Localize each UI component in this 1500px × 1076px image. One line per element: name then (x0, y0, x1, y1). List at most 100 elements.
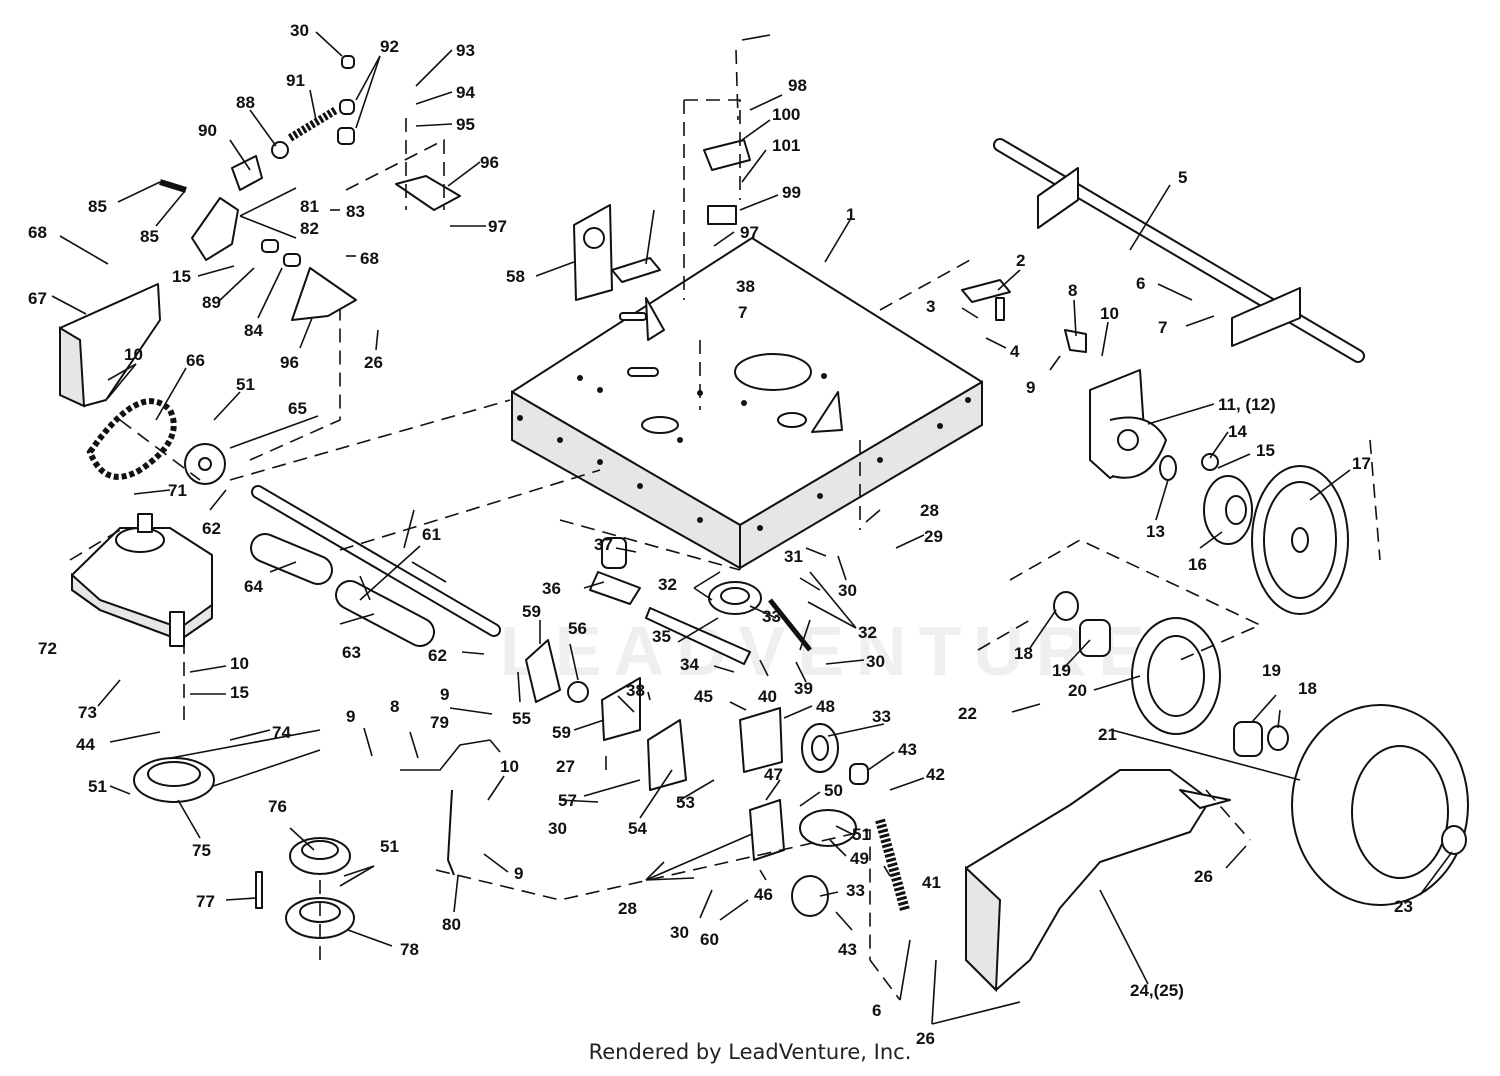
callout-18b: 18 (1298, 679, 1317, 698)
callout-64: 64 (244, 577, 263, 596)
callout-34: 34 (680, 655, 699, 674)
drive-belt-pulleys (133, 729, 355, 939)
callout-59b: 59 (522, 602, 541, 621)
callout-10c: 10 (124, 345, 143, 364)
callout-19b: 19 (1262, 661, 1281, 680)
callout-70: 72 (38, 639, 57, 658)
callout-68b: 68 (360, 249, 379, 268)
callout-79: 81 (300, 197, 319, 216)
callout-84: 85 (88, 197, 107, 216)
callout-33b: 33 (872, 707, 891, 726)
callout-18: 18 (1014, 644, 1033, 663)
callout-44: 43 (898, 740, 917, 759)
callout-85b: 88 (236, 93, 255, 112)
callout-42: 38 (626, 681, 645, 700)
callout-51: 50 (824, 781, 843, 800)
pulley-assembly-right (1159, 453, 1349, 615)
callout-8b: 8 (390, 697, 399, 716)
callout-10d: 10 (230, 654, 249, 673)
callout-30c: 30 (670, 923, 689, 942)
callout-72: 74 (272, 723, 291, 742)
callout-15b: 15 (172, 267, 191, 286)
callout-86: 90 (198, 121, 217, 140)
callout-35: 35 (652, 627, 671, 646)
callout-7b: 7 (738, 303, 747, 322)
transmission (71, 513, 213, 647)
callout-57: 57 (558, 791, 577, 810)
callout-30d: 30 (548, 819, 567, 838)
callout-68: 68 (28, 223, 47, 242)
callout-98: 100 (772, 105, 800, 124)
callout-2: 2 (1016, 251, 1025, 270)
callout-10b: 10 (500, 757, 519, 776)
callout-14: 14 (1228, 422, 1247, 441)
callout-31: 31 (784, 547, 803, 566)
callout-9c: 9 (514, 864, 523, 883)
callout-67: 67 (28, 289, 47, 308)
callout-36: 36 (542, 579, 561, 598)
callout-15: 15 (1256, 441, 1275, 460)
callout-75: 77 (196, 892, 215, 911)
callout-43b: 43 (838, 940, 857, 959)
callout-53: 53 (676, 793, 695, 812)
callout-83: 85 (140, 227, 159, 246)
rear-axle (993, 138, 1365, 363)
callout-20: 20 (1068, 681, 1087, 700)
callout-11-12: 11, (12) (1218, 395, 1276, 414)
callout-13: 13 (1146, 522, 1165, 541)
callout-95: 97 (740, 223, 759, 242)
callout-3: 3 (926, 297, 935, 316)
render-credit: Rendered by LeadVenture, Inc. (588, 1040, 912, 1064)
callout-15c: 15 (230, 683, 249, 702)
callout-30: 30 (838, 581, 857, 600)
frame-deck (511, 237, 983, 570)
callout-77: 79 (430, 713, 449, 732)
callout-16: 16 (1188, 555, 1207, 574)
callout-51d: 51 (380, 837, 399, 856)
callout-27: 27 (556, 757, 575, 776)
callout-85: 89 (202, 293, 221, 312)
callout-49: 48 (816, 697, 835, 716)
watermark: LEADVENTURE (500, 612, 1157, 690)
callout-61: 61 (422, 525, 441, 544)
callout-9d: 9 (346, 707, 355, 726)
callout-5: 5 (1178, 168, 1187, 187)
callout-51b: 51 (236, 375, 255, 394)
callout-32b: 32 (658, 575, 677, 594)
callout-30e: 30 (290, 21, 309, 40)
callout-9b: 9 (440, 685, 449, 704)
callout-50: 49 (850, 849, 869, 868)
callout-51c: 51 (88, 777, 107, 796)
callout-56: 56 (568, 619, 587, 638)
center-linkage (400, 537, 910, 917)
callout-54: 54 (628, 819, 647, 838)
callout-39: 39 (794, 679, 813, 698)
callout-32: 32 (858, 623, 877, 642)
callout-90: 94 (456, 83, 475, 102)
callout-24-25: 24,(25) (1130, 981, 1184, 1000)
callout-33c: 33 (846, 881, 865, 900)
callout-74: 76 (268, 797, 287, 816)
callout-97: 99 (782, 183, 801, 202)
callout-93: 97 (488, 217, 507, 236)
top-left-linkage (159, 55, 461, 321)
callout-43: 42 (926, 765, 945, 784)
callout-45: 44 (76, 735, 95, 754)
callout-69: 71 (168, 481, 187, 500)
callout-87: 91 (286, 71, 305, 90)
callout-89: 93 (456, 41, 475, 60)
callout-73: 75 (192, 841, 211, 860)
callout-88: 92 (380, 37, 399, 56)
callout-38: 38 (736, 277, 755, 296)
callout-40: 40 (758, 687, 777, 706)
callout-96: 98 (788, 76, 807, 95)
callout-19: 19 (1052, 661, 1071, 680)
callout-71: 73 (78, 703, 97, 722)
callout-30b: 30 (866, 652, 885, 671)
callout-22: 22 (958, 704, 977, 723)
callout-23: 23 (1394, 897, 1413, 916)
callout-17: 17 (1352, 454, 1371, 473)
shafts (250, 485, 501, 647)
callout-60: 60 (700, 930, 719, 949)
callout-7: 7 (1158, 318, 1167, 337)
